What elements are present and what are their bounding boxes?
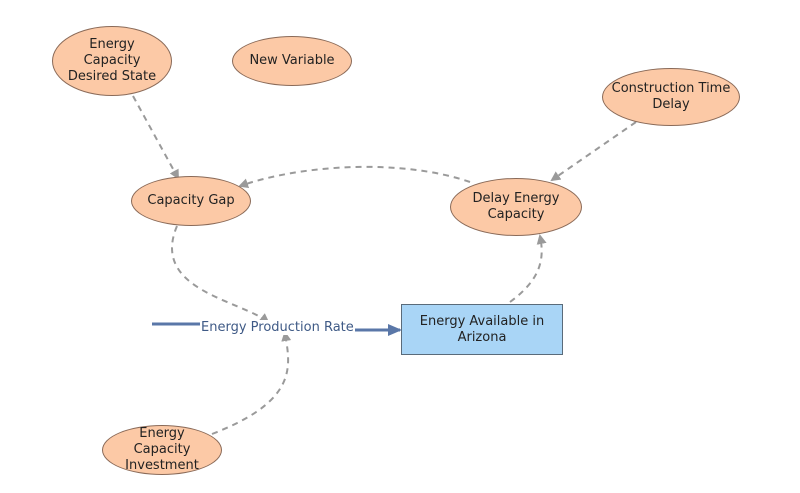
link-delay-capacity-to-capacity-gap[interactable] <box>238 165 471 189</box>
link-desired-state-to-capacity-gap[interactable] <box>132 95 179 180</box>
construction-time-delay-node[interactable]: Construction Time Delay <box>602 68 740 126</box>
link-investment-to-production-rate[interactable] <box>211 331 292 435</box>
delay-energy-capacity-node[interactable]: Delay Energy Capacity <box>450 178 582 236</box>
construction-time-delay-label: Construction Time Delay <box>611 81 731 112</box>
capacity-gap-label: Capacity Gap <box>147 193 235 208</box>
energy-capacity-desired-state-node[interactable]: Energy Capacity Desired State <box>52 26 172 96</box>
energy-capacity-desired-state-label: Energy Capacity Desired State <box>67 37 157 84</box>
energy-capacity-investment-label: Energy Capacity Investment <box>125 426 199 473</box>
energy-capacity-investment-node[interactable]: Energy Capacity Investment <box>102 425 222 475</box>
link-capacity-gap-to-production-rate[interactable] <box>171 225 270 324</box>
new-variable-label: New Variable <box>249 53 335 68</box>
new-variable-node[interactable]: New Variable <box>232 36 352 86</box>
energy-production-rate-flow[interactable]: Energy Production Rate <box>200 320 355 335</box>
link-construction-delay-to-delay-capacity[interactable] <box>550 121 637 182</box>
energy-available-stock[interactable]: Energy Available in Arizona <box>401 304 563 355</box>
capacity-gap-node[interactable]: Capacity Gap <box>131 176 251 226</box>
delay-energy-capacity-label: Delay Energy Capacity <box>472 191 560 222</box>
energy-available-label: Energy Available in Arizona <box>419 313 545 345</box>
link-stock-to-delay-capacity[interactable] <box>509 234 547 303</box>
